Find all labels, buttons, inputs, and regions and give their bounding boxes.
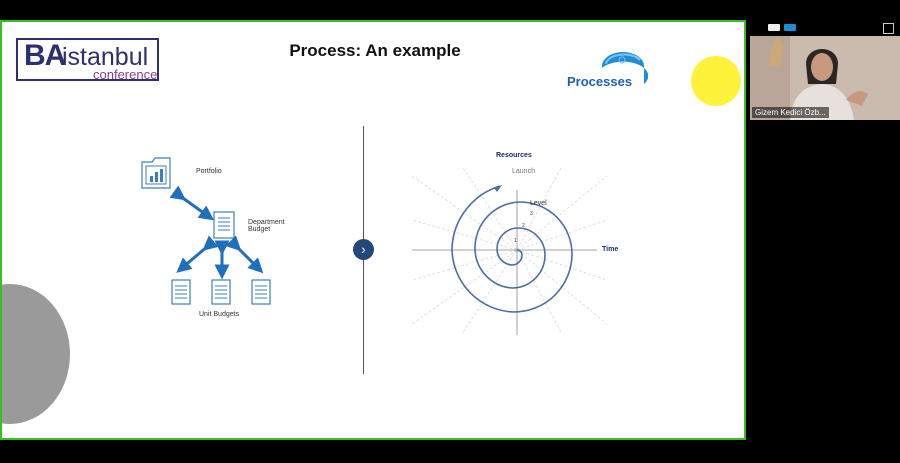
level-3-label: 3 (530, 211, 533, 217)
slide-title: Process: An example (289, 41, 461, 60)
spiral-diagram: Resources Launch Time Level 1 2 3 (402, 152, 632, 340)
department-budget-label: Department Budget (248, 219, 285, 233)
arrow-portfolio-budget (169, 185, 215, 221)
participant-name: Gizem Kedici Özb... (752, 107, 829, 118)
portfolio-folder-icon (141, 157, 171, 189)
unit-budget-document-icon (171, 279, 191, 305)
logo-conference: conference (93, 67, 158, 82)
fullscreen-icon[interactable] (883, 23, 894, 34)
presentation-slide: BA istanbul conference Process: An examp… (0, 20, 746, 440)
gallery-view-icon[interactable] (784, 24, 796, 31)
unit-budgets-label: Unit Budgets (199, 311, 240, 318)
conference-logo: BA istanbul conference (16, 38, 159, 82)
portfolio-label: Portfolio (196, 168, 222, 175)
level-label: Level (530, 200, 547, 207)
level-1-label: 1 (514, 238, 517, 244)
participant-video-tile[interactable]: Gizem Kedici Özb... (750, 36, 900, 120)
level-2-label: 2 (522, 223, 525, 229)
budget-diagram: Portfolio Department Budget Unit Budgets (132, 150, 292, 350)
spiral-arrowhead-icon (494, 185, 502, 192)
time-label: Time (602, 246, 619, 253)
decorative-gray-circle (2, 284, 70, 424)
launch-label: Launch (512, 168, 535, 175)
decorative-yellow-circle (691, 56, 741, 106)
logo-istanbul: istanbul (62, 43, 149, 71)
processes-label: Processes (567, 74, 633, 89)
resources-label: Resources (496, 152, 532, 159)
unit-budget-document-icon (211, 279, 231, 305)
speaker-view-icon[interactable] (768, 24, 780, 31)
logo-ba: BA (24, 39, 66, 72)
spiral-path (451, 185, 573, 313)
arrow-budget-unit3 (225, 235, 264, 274)
chevron-right-icon: › (361, 241, 366, 257)
arrow-budget-unit1 (176, 235, 219, 273)
processes-logo-icon (602, 52, 648, 84)
department-budget-document-icon (213, 211, 235, 239)
unit-budget-document-icon (251, 279, 271, 305)
participant-video-image (750, 36, 900, 120)
video-tile-controls (768, 24, 800, 32)
next-arrow-button[interactable]: › (353, 239, 374, 260)
